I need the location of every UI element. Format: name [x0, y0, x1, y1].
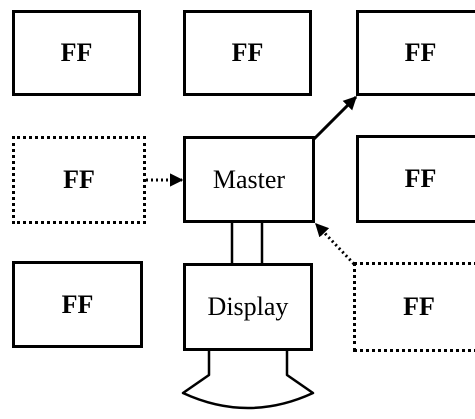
ff-box-bottom-right: FF: [353, 262, 475, 352]
ff-box-middle-left: FF: [12, 136, 146, 224]
display-box: Display: [183, 263, 313, 351]
ff-box-bottom-left: FF: [12, 261, 143, 348]
master-box: Master: [183, 136, 315, 223]
ff-box-top-center: FF: [183, 10, 312, 96]
monitor-stand: [181, 351, 315, 410]
ff-box-top-right: FF: [356, 10, 475, 96]
arrow-ff-to-master-dotted: [314, 222, 356, 266]
ff-box-middle-right: FF: [356, 135, 475, 223]
arrow-master-to-ff: [312, 95, 358, 141]
ff-box-top-left: FF: [12, 10, 141, 96]
